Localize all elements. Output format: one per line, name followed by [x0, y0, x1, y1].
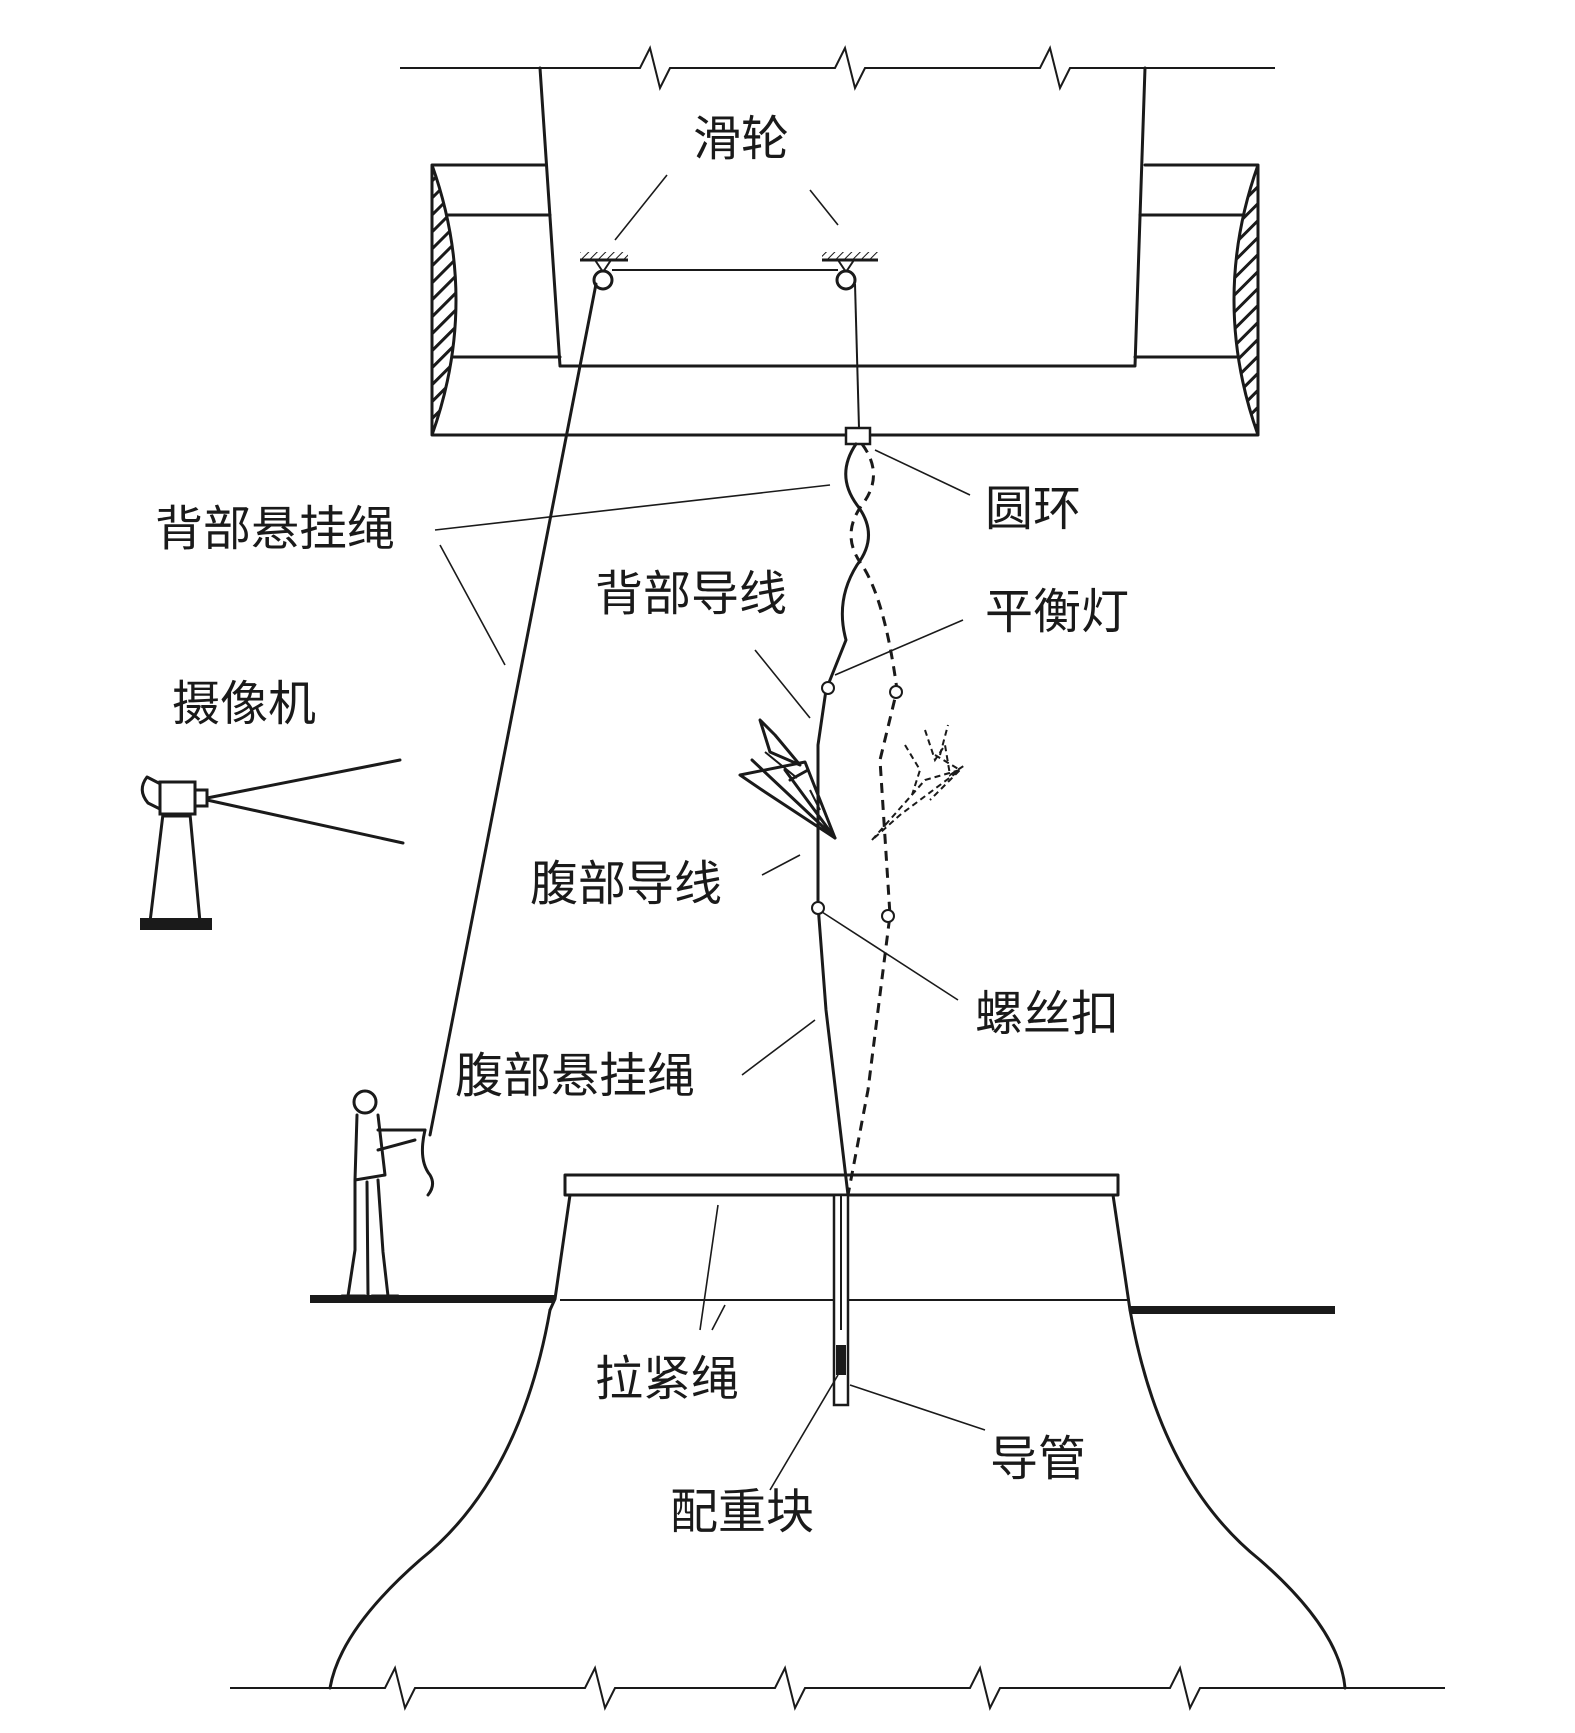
guide-wires [816, 442, 899, 1197]
label-counterweight: 配重块 [670, 1484, 814, 1540]
label-ventral-suspension-rope: 腹部悬挂绳 [455, 1048, 695, 1104]
label-ring: 圆环 [985, 481, 1081, 537]
counterweight [836, 1345, 846, 1375]
label-balance-light: 平衡灯 [985, 584, 1129, 640]
aircraft-model-ghost [871, 724, 966, 841]
left-pulley [580, 252, 628, 291]
lower-section [328, 1173, 1347, 1690]
balance-light-right [889, 685, 903, 699]
left-hatched-end [430, 164, 458, 436]
right-pulley [822, 252, 878, 291]
floor-line [310, 1295, 1335, 1314]
balance-light-left [821, 681, 835, 695]
label-camera: 摄像机 [172, 676, 316, 732]
label-tension-rope: 拉紧绳 [595, 1351, 739, 1407]
leader-lines [434, 174, 986, 1491]
turnbuckle-left [811, 901, 825, 915]
operator-person [340, 1089, 435, 1298]
label-guide-tube: 导管 [990, 1431, 1086, 1487]
turnbuckle-right [881, 909, 895, 923]
label-dorsal-guide-wire: 背部导线 [595, 566, 787, 622]
label-pulley: 滑轮 [693, 111, 789, 167]
bottom-line [230, 1665, 1445, 1711]
right-hatched-end [1232, 164, 1260, 436]
label-turnbuckle: 螺丝扣 [975, 986, 1119, 1042]
label-ventral-guide-wire: 腹部导线 [530, 856, 722, 912]
ring [844, 426, 872, 446]
dorsal-suspension-rope [428, 282, 598, 1137]
camera [140, 758, 405, 930]
aircraft-model [738, 718, 837, 840]
ceiling-line [400, 45, 1275, 91]
upper-test-section [430, 66, 1260, 437]
label-dorsal-suspension-rope: 背部悬挂绳 [155, 501, 395, 557]
